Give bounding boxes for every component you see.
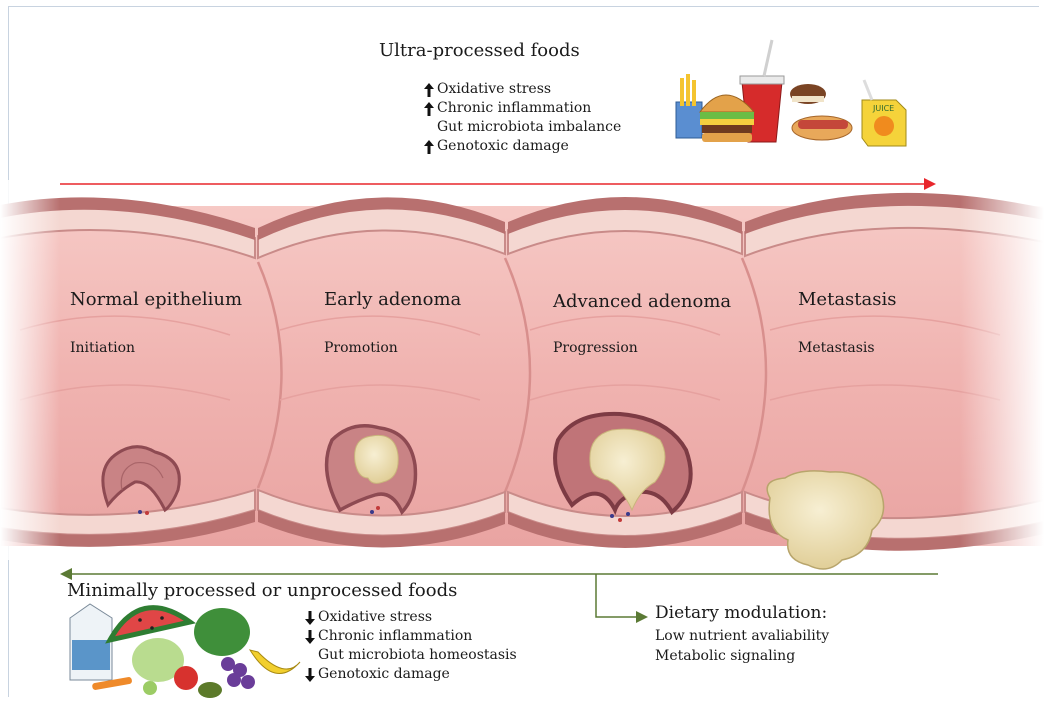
- down-arrow-icon: [305, 630, 316, 644]
- minimal-effect-oxidative: Oxidative stress: [305, 608, 517, 627]
- metastatic-tumor: [767, 471, 883, 569]
- ultra-effect-oxidative: Oxidative stress: [424, 80, 621, 99]
- ultra-processed-title: Ultra-processed foods: [379, 40, 580, 61]
- stage-phase-metastasis: Metastasis: [798, 340, 875, 356]
- minimal-effect-inflammation: Chronic inflammation: [305, 627, 517, 646]
- stage-title-advanced: Advanced adenoma: [553, 291, 731, 312]
- juice-box-icon: JUICE: [862, 80, 906, 146]
- minimal-effect-genotoxic: Genotoxic damage: [305, 665, 517, 684]
- ultra-effect-microbiota: Gut microbiota imbalance: [424, 118, 621, 137]
- stage-phase-progression: Progression: [553, 340, 638, 356]
- grapes-icon: [221, 657, 255, 689]
- down-arrow-icon: [305, 611, 316, 625]
- up-arrow-icon: [424, 102, 435, 116]
- ultra-effect-genotoxic: Genotoxic damage: [424, 137, 621, 156]
- ultra-effect-inflammation: Chronic inflammation: [424, 99, 621, 118]
- stage-title-normal: Normal epithelium: [70, 289, 242, 310]
- ultra-processed-food-icons: JUICE: [676, 40, 906, 146]
- hot-dog-icon: [792, 116, 852, 140]
- colon-tube: [0, 180, 1044, 560]
- dietary-item-nutrient: Low nutrient avaliability: [655, 628, 829, 644]
- ultra-processed-effects: Oxidative stress Chronic inflammation Gu…: [424, 80, 621, 156]
- minimal-effect-microbiota: Gut microbiota homeostasis: [305, 646, 517, 665]
- donut-burger-icon: [790, 84, 826, 104]
- up-arrow-icon: [424, 140, 435, 154]
- banana-icon: [250, 650, 300, 674]
- juice-label: JUICE: [872, 104, 894, 113]
- watermelon-icon: [110, 608, 190, 640]
- progression-arrow-red: [60, 178, 936, 190]
- milk-carton-icon: [70, 604, 112, 680]
- stage-title-metastasis: Metastasis: [798, 289, 896, 310]
- stage-phase-promotion: Promotion: [324, 340, 398, 356]
- stage-title-early: Early adenoma: [324, 289, 461, 310]
- fries-icon: [676, 74, 702, 138]
- dietary-modulation-title: Dietary modulation:: [655, 603, 827, 623]
- minimal-effects: Oxidative stress Chronic inflammation Gu…: [305, 608, 517, 684]
- down-arrow-icon: [305, 668, 316, 682]
- stage-phase-initiation: Initiation: [70, 340, 135, 356]
- dietary-item-signaling: Metabolic signaling: [655, 648, 795, 664]
- up-arrow-icon: [424, 83, 435, 97]
- minimally-processed-title: Minimally processed or unprocessed foods: [67, 580, 457, 601]
- unprocessed-food-icons: [70, 604, 300, 698]
